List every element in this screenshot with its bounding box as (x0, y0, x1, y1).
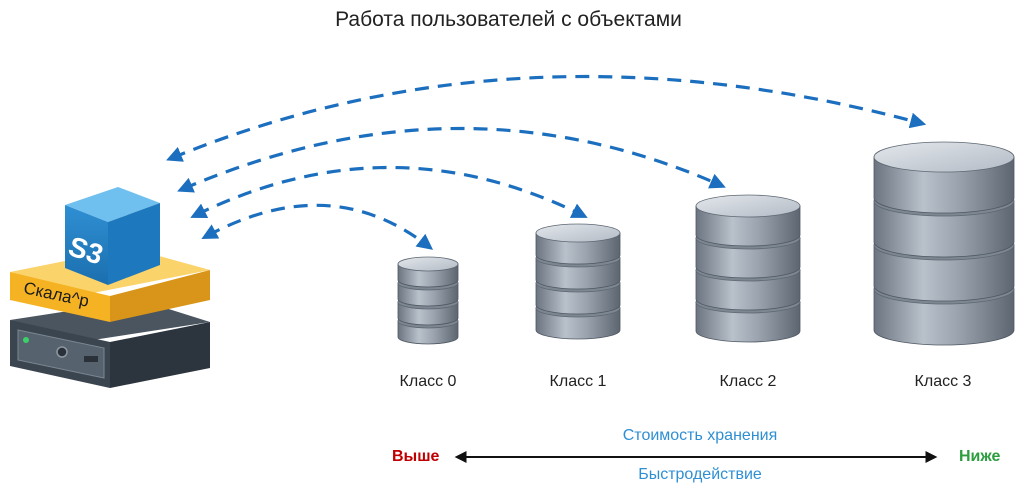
layer-front (10, 272, 110, 322)
cylinder-rim (873, 141, 1015, 173)
storage-classes (397, 141, 1015, 346)
cylinder-band (873, 156, 1015, 214)
class-label-2: Класс 2 (719, 373, 777, 390)
arrow-class-0 (201, 203, 434, 250)
cube-side (108, 203, 160, 285)
power-led-icon (23, 337, 29, 343)
cylinder-band (873, 244, 1015, 302)
arrow-class-2 (177, 126, 726, 193)
arrow-class-1 (190, 166, 588, 218)
server-knob-icon (56, 346, 68, 358)
storage-cylinder-2 (695, 194, 801, 343)
arrow-class-3 (166, 74, 927, 162)
scale-bottom-label: Быстродействие (638, 466, 762, 483)
cube-front (65, 205, 108, 285)
cube-top (65, 187, 160, 222)
cylinder-band (873, 200, 1015, 258)
cylinder-band (695, 301, 801, 343)
cylinder-rim (535, 223, 621, 243)
class-label-1: Класс 1 (549, 373, 607, 390)
product-stack (10, 187, 210, 388)
scale-top-label: Стоимость хранения (622, 427, 778, 444)
layer-side (110, 270, 210, 322)
cylinder-band (695, 269, 801, 311)
storage-cylinder-1 (535, 223, 621, 340)
page-title: Работа пользователей с объектами (335, 8, 682, 31)
cylinder-band (873, 288, 1015, 346)
cylinder-rim (695, 194, 801, 218)
storage-cylinder-0 (397, 256, 459, 345)
access-arrows (166, 74, 927, 250)
scale-left-label: Выше (392, 448, 440, 465)
scale-right-label: Ниже (959, 448, 1001, 465)
class-label-0: Класс 0 (399, 373, 457, 390)
storage-cylinder-3 (873, 141, 1015, 346)
cylinder-band (695, 237, 801, 279)
server-slot (84, 356, 98, 362)
class-label-3: Класс 3 (914, 373, 972, 390)
cylinder-band (695, 205, 801, 247)
cylinder-rim (397, 256, 459, 272)
server-side (110, 322, 210, 388)
